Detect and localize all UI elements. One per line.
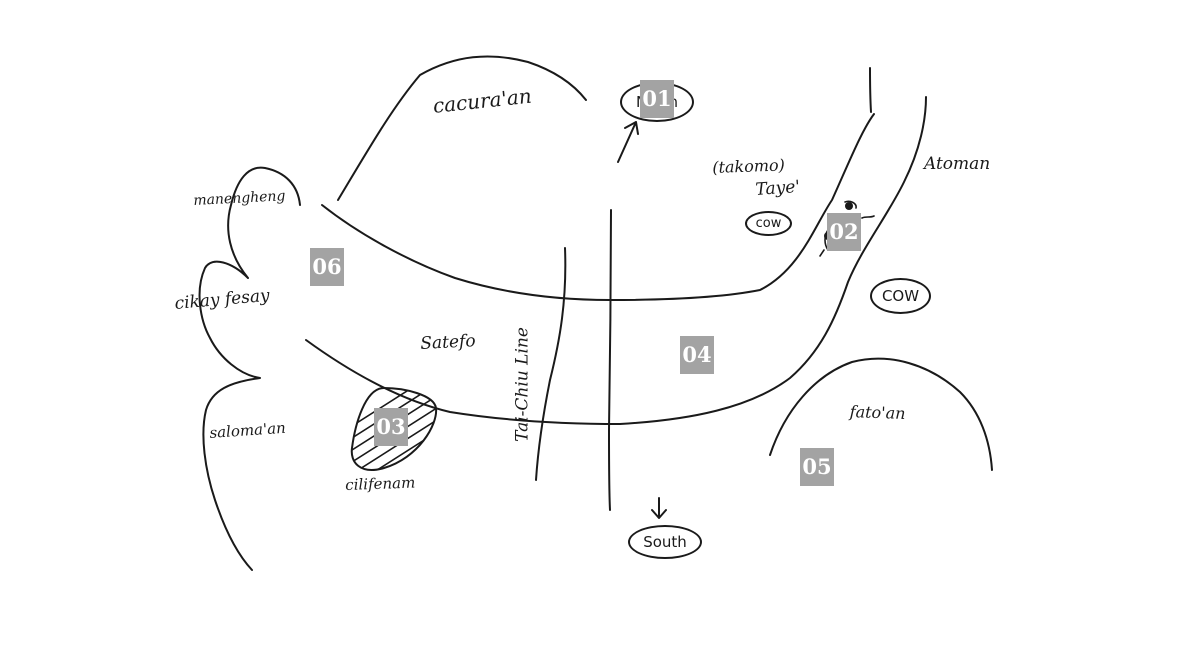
cow-small-oval: cow — [745, 211, 792, 236]
cilifenam-label: cilifenam — [344, 473, 416, 494]
west-coast-outline — [198, 166, 301, 571]
fatoan-hill-outline — [769, 357, 993, 471]
figure-sketch — [819, 200, 875, 257]
railway-line-label: Tai-Chiu Line — [512, 327, 533, 442]
atoman-label: Atoman — [924, 154, 991, 174]
marker-02: 02 — [827, 213, 861, 251]
railway-line-west — [535, 247, 567, 481]
takomo-label: (takomo) — [711, 155, 786, 177]
cacuraan-mountain-outline — [337, 55, 587, 201]
south-direction-oval: South — [628, 525, 702, 559]
figure-dot-top — [845, 202, 853, 210]
river-north-bank — [321, 113, 875, 301]
atoman-edge-line — [869, 67, 872, 113]
river-south-bank — [305, 96, 927, 425]
cow-large-oval: COW — [870, 278, 931, 314]
marker-04: 04 — [680, 336, 714, 374]
marker-05: 05 — [800, 448, 834, 486]
marker-06: 06 — [310, 248, 344, 286]
south-arrow — [651, 497, 667, 519]
marker-01: 01 — [640, 80, 674, 118]
fatoan-label: fato'an — [849, 402, 906, 423]
satefo-label: Satefo — [419, 331, 477, 354]
marker-03: 03 — [374, 408, 408, 446]
railway-line-east — [608, 209, 612, 511]
taye-label: Taye' — [754, 176, 801, 200]
north-arrow — [617, 121, 639, 163]
